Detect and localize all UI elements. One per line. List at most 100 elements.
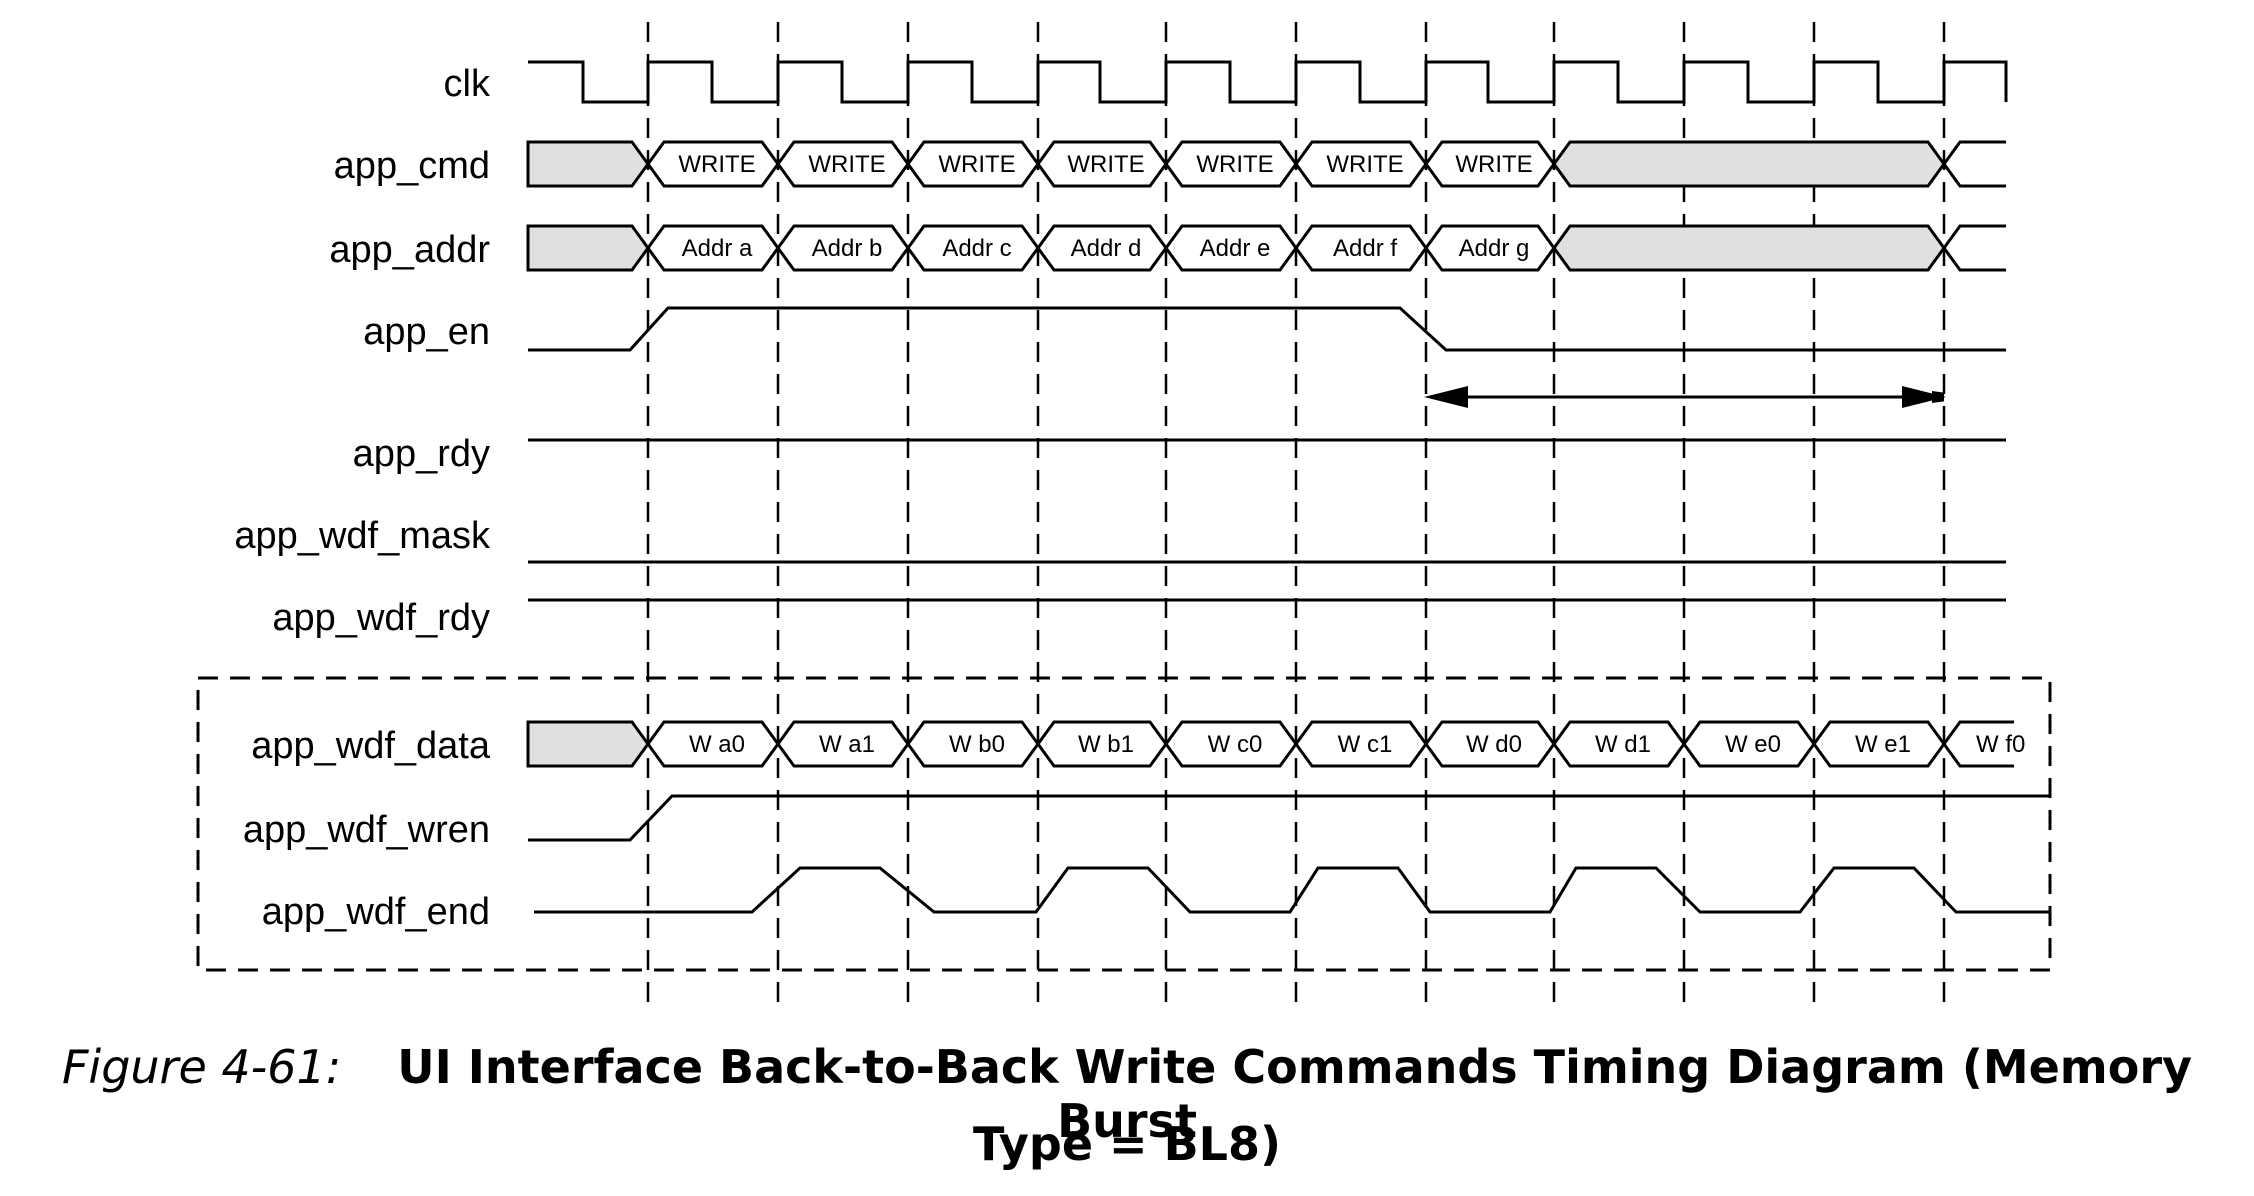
app-cmd-tail-top — [1942, 140, 2006, 165]
app-wdf-data-segment-top-6 — [1424, 720, 1556, 745]
app-cmd-segment-bottom-2 — [906, 163, 1040, 188]
app-wdf-data-segment-bottom-9 — [1812, 743, 1946, 768]
app-cmd-segment-top-6 — [1424, 140, 1556, 165]
app-addr-tail-top — [1942, 224, 2006, 249]
label-app-cmd: app_cmd — [334, 145, 490, 187]
label-app-wdf-data: app_wdf_data — [251, 725, 491, 767]
app-addr-segment-top-5 — [1294, 224, 1428, 249]
app-wdf-data-value-4: W c0 — [1208, 731, 1263, 758]
app-addr-value-6: Addr g — [1459, 235, 1530, 262]
figure-title-line2: Type = BL8) — [972, 1117, 1281, 1171]
app-addr-segment-top-6 — [1424, 224, 1556, 249]
label-app-en: app_en — [363, 311, 490, 353]
app-addr-segment-bottom-2 — [906, 247, 1040, 272]
app-wdf-wren-waveform — [528, 794, 2050, 842]
figure-title-line1: UI Interface Back-to-Back Write Commands… — [397, 1040, 2193, 1148]
app-addr-tail-bottom — [1942, 247, 2006, 272]
app-en-waveform — [528, 306, 2006, 352]
app-wdf-data-segment-bottom-7 — [1552, 743, 1686, 768]
app-cmd-segment-bottom-1 — [776, 163, 910, 188]
app-addr-value-5: Addr f — [1333, 235, 1397, 262]
app-wdf-data-idle-start — [526, 720, 650, 768]
figure-caption: Figure 4-61: UI Interface Back-to-Back Wr… — [0, 1040, 2254, 1148]
app-wdf-data-segment-bottom-3 — [1036, 743, 1168, 768]
app-addr-value-4: Addr e — [1200, 235, 1271, 262]
app-addr-segment-bottom-4 — [1164, 247, 1298, 272]
app-cmd-value-1: WRITE — [808, 151, 885, 178]
app-wdf-data-value-8: W e0 — [1725, 731, 1781, 758]
app-cmd-segment-top-2 — [906, 140, 1040, 165]
app-addr-segment-bottom-1 — [776, 247, 910, 272]
app-addr-segment-top-4 — [1164, 224, 1298, 249]
app-cmd-value-6: WRITE — [1455, 151, 1532, 178]
label-app-wdf-end: app_wdf_end — [262, 891, 490, 933]
app-wdf-data-segment-bottom-1 — [776, 743, 910, 768]
app-addr-segment-top-0 — [646, 224, 780, 249]
label-clk: clk — [444, 63, 491, 105]
app-wdf-data-value-0: W a0 — [689, 731, 745, 758]
app-cmd-segment-top-1 — [776, 140, 910, 165]
app-addr-value-2: Addr c — [942, 235, 1011, 262]
app-cmd-segment-bottom-5 — [1294, 163, 1428, 188]
app-wdf-data-value-5: W c1 — [1338, 731, 1393, 758]
app-wdf-data-segment-top-10 — [1942, 720, 2014, 745]
app-wdf-data-segment-top-0 — [646, 720, 780, 745]
app-wdf-end-waveform — [534, 866, 2050, 914]
figure-number: Figure 4-61: — [61, 1040, 342, 1094]
app-wdf-data-segment-top-9 — [1812, 720, 1946, 745]
arrow-head-left — [1424, 386, 1468, 408]
label-app-wdf-mask: app_wdf_mask — [234, 515, 491, 557]
label-app-wdf-rdy: app_wdf_rdy — [272, 597, 490, 639]
app-cmd-segment-top-5 — [1294, 140, 1428, 165]
app-cmd-segment-top-4 — [1164, 140, 1298, 165]
app-addr-segment-bottom-6 — [1424, 247, 1556, 272]
app-cmd-value-3: WRITE — [1067, 151, 1144, 178]
clock-edge-gridlines — [646, 22, 1946, 1005]
app-wdf-data-value-9: W e1 — [1855, 731, 1911, 758]
app-addr-segment-bottom-3 — [1036, 247, 1168, 272]
app-wdf-data-segment-bottom-5 — [1294, 743, 1428, 768]
app-cmd-segment-bottom-6 — [1424, 163, 1556, 188]
app-wdf-data-segment-bottom-4 — [1164, 743, 1298, 768]
app-wdf-data-segment-top-4 — [1164, 720, 1298, 745]
label-app-addr: app_addr — [329, 229, 490, 271]
app-wdf-data-segment-top-3 — [1036, 720, 1168, 745]
app-wdf-data-value-10: W f0 — [1976, 731, 2025, 758]
app-wdf-data-value-7: W d1 — [1595, 731, 1651, 758]
app-wdf-data-segment-bottom-6 — [1424, 743, 1556, 768]
app-addr-segment-top-2 — [906, 224, 1040, 249]
app-wdf-data-segment-bottom-2 — [906, 743, 1040, 768]
app-wdf-data-segment-top-5 — [1294, 720, 1428, 745]
app-wdf-data-segment-bottom-10 — [1942, 743, 2014, 768]
app-addr-segment-top-1 — [776, 224, 910, 249]
app-wdf-data-segment-top-8 — [1682, 720, 1816, 745]
app-cmd-value-5: WRITE — [1326, 151, 1403, 178]
app-wdf-data-segment-top-1 — [776, 720, 910, 745]
app-addr-idle-end — [1552, 224, 1946, 272]
app-cmd-segment-top-3 — [1036, 140, 1168, 165]
app-addr-value-0: Addr a — [682, 235, 753, 262]
app-wdf-data-segment-top-2 — [906, 720, 1040, 745]
app-cmd-segment-bottom-3 — [1036, 163, 1168, 188]
app-cmd-tail-bottom — [1942, 163, 2006, 188]
label-app-rdy: app_rdy — [353, 433, 490, 475]
app-addr-value-3: Addr d — [1071, 235, 1142, 262]
app-wdf-data-segment-bottom-0 — [646, 743, 780, 768]
app-wdf-data-value-3: W b1 — [1078, 731, 1134, 758]
app-cmd-idle-start — [526, 140, 650, 188]
app-addr-segment-bottom-5 — [1294, 247, 1428, 272]
app-wdf-data-segment-bottom-8 — [1682, 743, 1816, 768]
app-cmd-segment-bottom-4 — [1164, 163, 1298, 188]
app-addr-idle-start — [526, 224, 650, 272]
app-addr-segment-bottom-0 — [646, 247, 780, 272]
app-cmd-idle-end — [1552, 140, 1946, 188]
clk-waveform — [528, 60, 2008, 104]
arrow-head-right — [1902, 386, 1946, 408]
app-cmd-value-0: WRITE — [678, 151, 755, 178]
app-wdf-data-value-6: W d0 — [1466, 731, 1522, 758]
app-cmd-value-2: WRITE — [938, 151, 1015, 178]
